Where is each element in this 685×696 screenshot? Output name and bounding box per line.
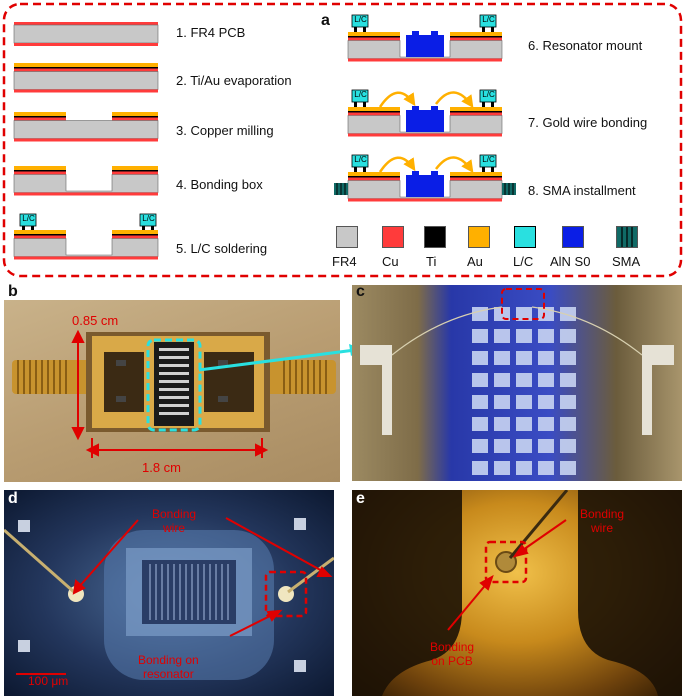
step-5-drawing: [13, 213, 159, 260]
step-1-drawing: [13, 22, 159, 46]
step-2-drawing: [13, 63, 159, 93]
legend-label-sma: SMA: [612, 254, 641, 269]
legend-swatch-lc: [514, 226, 536, 248]
lc-tag: L/C: [354, 15, 367, 24]
panel-e-letter: e: [356, 490, 365, 507]
step-6-drawing: [347, 14, 503, 62]
legend-label-lc: L/C: [513, 254, 534, 269]
panel-b-letter: b: [8, 283, 18, 300]
legend-swatch-cu: [382, 226, 404, 248]
panel-b-photo: [4, 300, 340, 482]
step-7-label: 7. Gold wire bonding: [528, 115, 648, 130]
width-dimension-label: 1.8 cm: [142, 460, 182, 475]
panel-d-letter: d: [8, 490, 18, 507]
lc-tag: L/C: [22, 214, 35, 223]
resonator-array-image: [360, 288, 674, 475]
legend-label-ti: Ti: [426, 254, 437, 269]
bonding-resonator-label: Bonding on resonator: [138, 653, 199, 681]
pcb-bond-micrograph: [352, 490, 682, 696]
legend-label-fr4: FR4: [332, 254, 357, 269]
step-6-label: 6. Resonator mount: [528, 38, 643, 53]
step-8-label: 8. SMA installment: [528, 183, 636, 198]
step-2-label: 2. Ti/Au evaporation: [176, 73, 292, 88]
lc-tag: L/C: [354, 90, 367, 99]
step-3-label: 3. Copper milling: [176, 123, 274, 138]
step-4-drawing: [13, 166, 159, 196]
step-1-label: 1. FR4 PCB: [176, 25, 246, 40]
lc-tag: L/C: [482, 15, 495, 24]
panel-e-photo: [352, 490, 682, 696]
process-steps-right: [334, 14, 516, 202]
panel-a-letter: a: [321, 12, 330, 29]
legend-label-aln: AlN S0: [550, 254, 591, 269]
panel-d-photo: [4, 490, 334, 696]
lc-tag: L/C: [354, 155, 367, 164]
step-3-drawing: [13, 112, 159, 142]
height-dimension-label: 0.85 cm: [72, 313, 119, 328]
panel-c-letter: c: [356, 283, 365, 300]
bonding-pcb-label: Bonding on PCB: [430, 640, 475, 668]
bonding-wire-label-d: Bonding wire: [152, 507, 197, 535]
scale-bar-label: 100 μm: [28, 674, 69, 688]
lc-tag: L/C: [142, 214, 155, 223]
step-4-label: 4. Bonding box: [176, 177, 263, 192]
legend: FR4 Cu Ti Au L/C AlN S0 SMA: [330, 224, 680, 274]
lc-tag: L/C: [482, 155, 495, 164]
lc-tag: L/C: [482, 90, 495, 99]
legend-label-au: Au: [467, 254, 483, 269]
bonding-wire-label-e: Bonding wire: [580, 507, 625, 535]
resonator-micrograph: [4, 517, 334, 680]
pcb-device-image: [12, 329, 336, 458]
step-7-drawing: [347, 89, 503, 137]
legend-swatch-fr4: [336, 226, 358, 248]
legend-swatch-sma: [616, 226, 638, 248]
legend-swatch-au: [468, 226, 490, 248]
process-steps-left: [13, 22, 159, 260]
legend-swatch-aln: [562, 226, 584, 248]
step-8-drawing: [334, 154, 516, 202]
zoom-arrow: [198, 344, 363, 372]
panel-a: a: [0, 0, 685, 282]
legend-label-cu: Cu: [382, 254, 399, 269]
legend-swatch-ti: [424, 226, 446, 248]
step-5-label: 5. L/C soldering: [176, 241, 268, 256]
panel-c-photo: [352, 285, 682, 481]
